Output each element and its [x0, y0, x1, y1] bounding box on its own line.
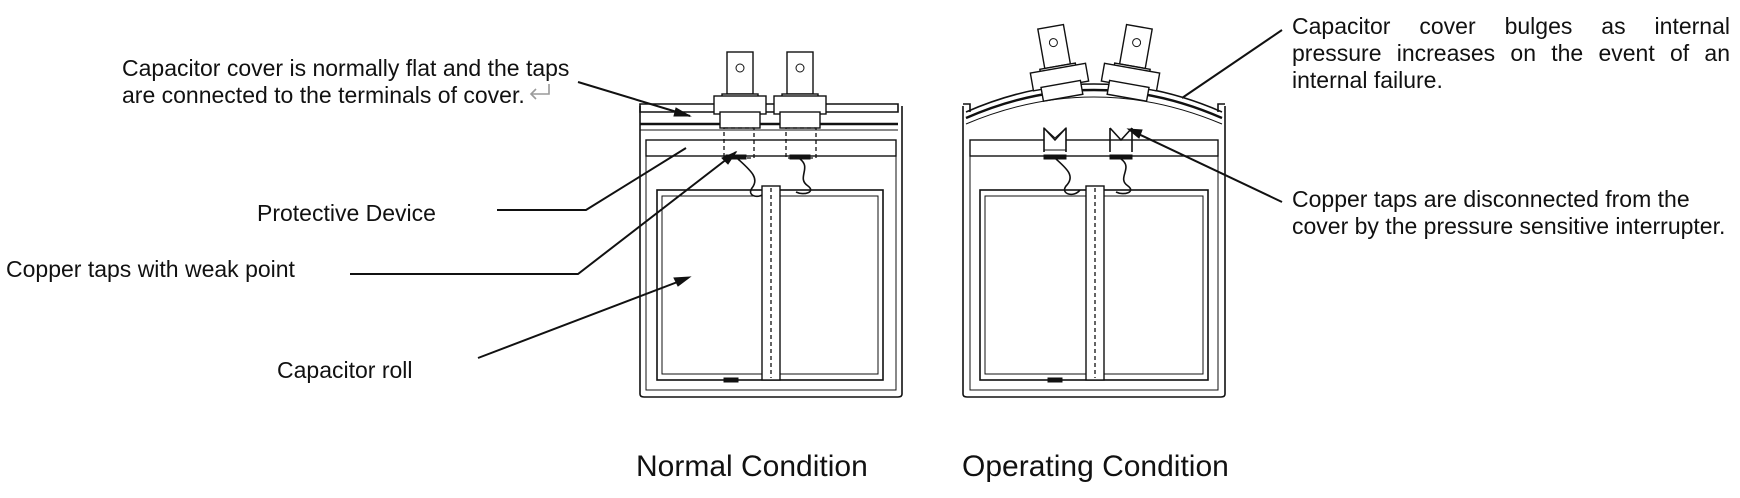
return-arrow-icon [527, 82, 553, 104]
label-copper-taps-weak-point: Copper taps with weak point [6, 256, 295, 282]
arrowhead-taps-disconnected [1126, 128, 1143, 139]
caption-operating-condition: Operating Condition [962, 450, 1229, 483]
copper-tap-right-normal [795, 158, 812, 195]
leader-cover-bulges [1181, 29, 1283, 99]
label-cover-flat: Capacitor cover is normally flat and the… [122, 55, 572, 109]
terminal-right-operating [1100, 23, 1161, 103]
label-capacitor-roll: Capacitor roll [277, 357, 413, 383]
label-taps-disconnected: Copper taps are disconnected from the co… [1292, 186, 1726, 239]
arrowhead-cover-flat [673, 107, 692, 117]
label-cover-bulges: Capacitor cover bulges as internal press… [1292, 13, 1730, 93]
protective-device-bar-operating [969, 139, 1219, 157]
caption-normal-condition: Normal Condition [636, 450, 868, 483]
cover-bulged-plate [965, 88, 1223, 120]
label-protective-device: Protective Device [257, 200, 436, 226]
can-outline-operating [962, 106, 1226, 398]
arrowhead-capacitor-roll [673, 276, 692, 287]
cover-bulged [965, 83, 1223, 113]
capacitor-normal [639, 51, 903, 398]
leader-taps-disconnected [1129, 129, 1283, 203]
can-outline-normal [639, 106, 903, 398]
label-cover-flat-text: Capacitor cover is normally flat and the… [122, 55, 570, 108]
leader-capacitor-roll [477, 277, 689, 359]
capacitor-operating [962, 23, 1226, 398]
leader-protective-device [497, 147, 687, 211]
terminal-left-normal [713, 51, 767, 129]
copper-tap-right-operating [1115, 158, 1132, 195]
leader-lines [350, 29, 1283, 359]
terminal-right-normal [773, 51, 827, 129]
can-inner-wall-normal [645, 150, 897, 391]
leader-copper-taps-weak [350, 151, 737, 275]
arrowhead-copper-taps-weak [721, 150, 738, 165]
protective-device-bar-normal [645, 139, 897, 157]
leader-cover-flat [577, 81, 691, 117]
can-inner-wall-operating [969, 150, 1219, 391]
copper-tap-left-operating [1055, 158, 1081, 196]
terminal-left-operating [1029, 23, 1090, 103]
